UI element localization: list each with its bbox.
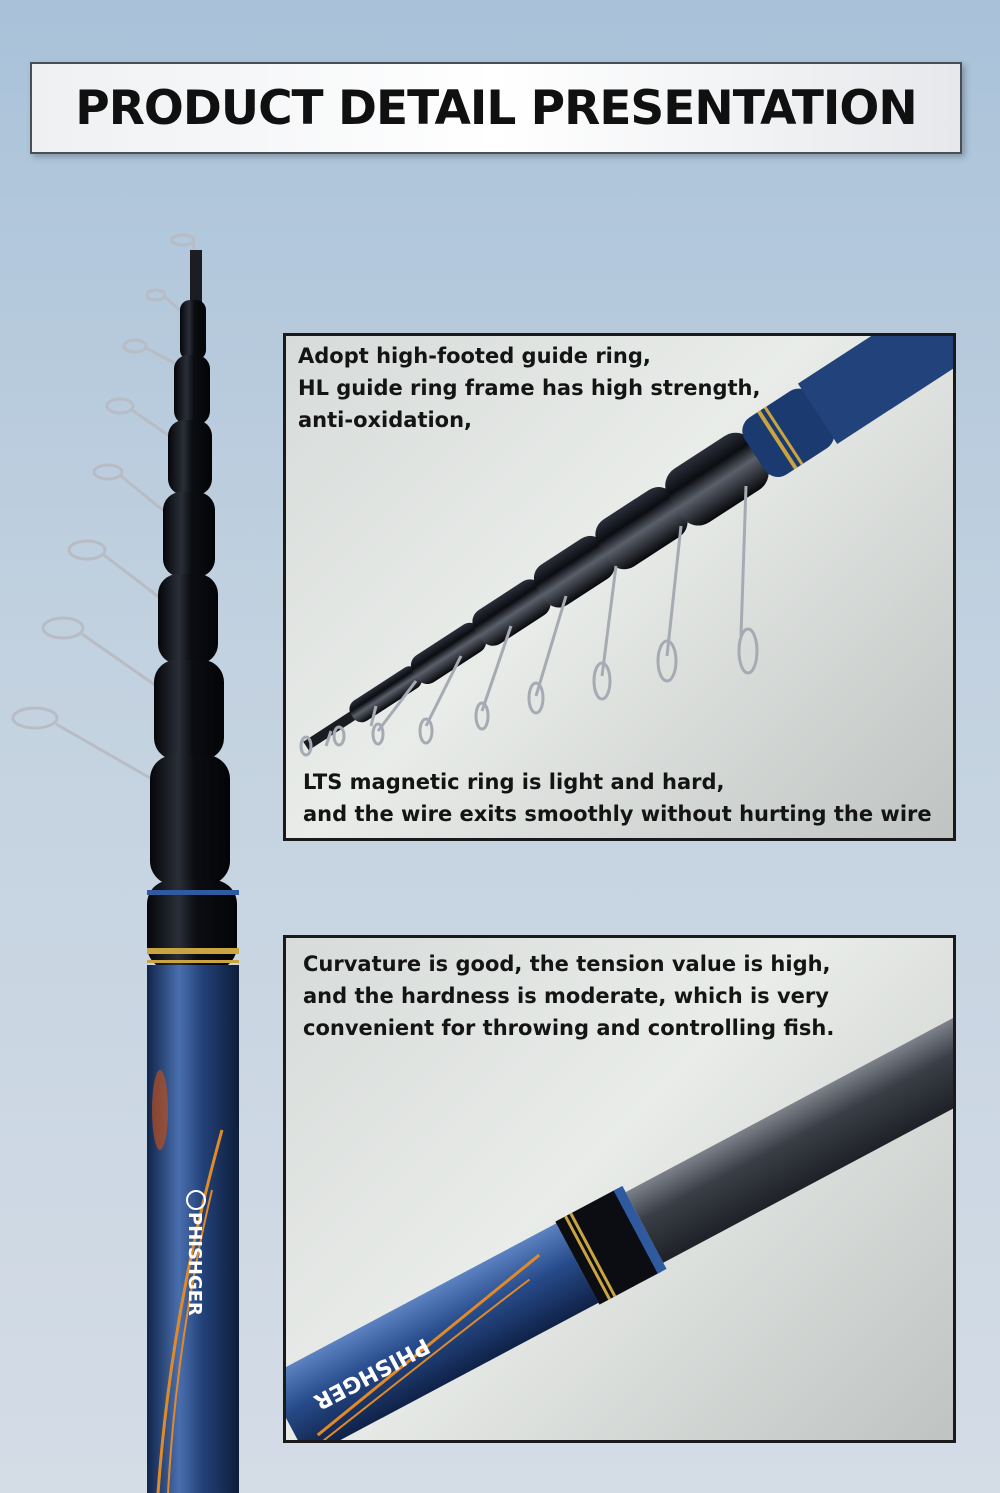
brand-logo: PHISHGER (184, 1190, 206, 1316)
panel-2-top-text: Curvature is good, the tension value is … (303, 948, 834, 1044)
panel-1-line-1: Adopt high-footed guide ring, (298, 344, 651, 368)
detail-panel-curvature: PHISHGER Curvature is good, the tension … (283, 935, 956, 1443)
guide-ring-feet (299, 485, 759, 757)
panel-1-top-text: Adopt high-footed guide ring, HL guide r… (298, 340, 760, 436)
svg-text:PHISHGER: PHISHGER (184, 1212, 205, 1316)
panel-2-line-2: and the hardness is moderate, which is v… (303, 984, 829, 1008)
panel-1-bottom-text: LTS magnetic ring is light and hard, and… (303, 766, 932, 830)
rod-closeup-guides (299, 336, 953, 757)
detail-panel-guide-rings: Adopt high-footed guide ring, HL guide r… (283, 333, 956, 841)
panel-2-line-1: Curvature is good, the tension value is … (303, 952, 831, 976)
panel-1-line-2: HL guide ring frame has high strength, (298, 376, 761, 400)
panel-1-line-5: and the wire exits smoothly without hurt… (303, 802, 932, 826)
rod-segments (147, 250, 239, 1493)
title-banner: PRODUCT DETAIL PRESENTATION (30, 62, 962, 154)
guide-rings (11, 233, 202, 780)
panel-1-line-4: LTS magnetic ring is light and hard, (303, 770, 725, 794)
page-title: PRODUCT DETAIL PRESENTATION (75, 80, 917, 136)
rod-closeup-joint: PHISHGER (286, 1004, 953, 1440)
panel-1-line-3: anti-oxidation, (298, 408, 473, 432)
rod-illustration: PHISHGER (11, 233, 239, 1493)
panel-2-line-3: convenient for throwing and controlling … (303, 1016, 835, 1040)
